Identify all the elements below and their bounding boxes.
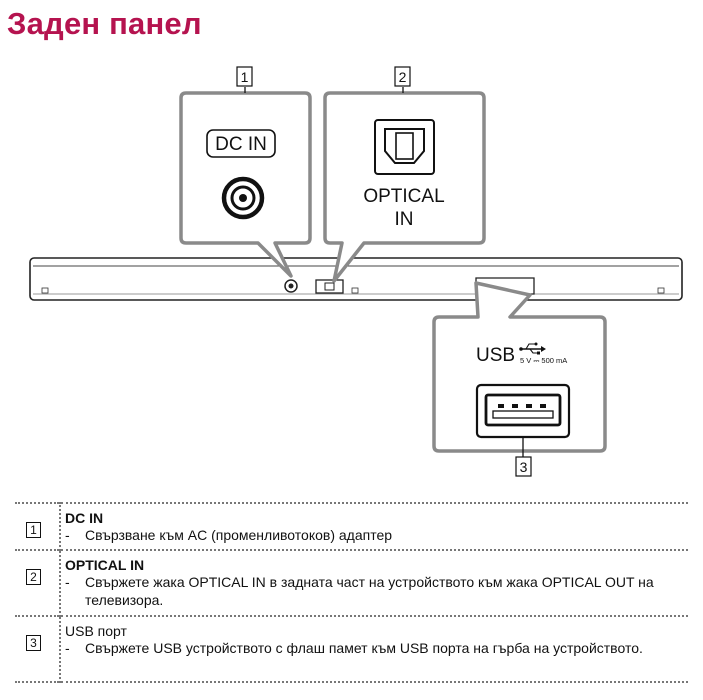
- usb-trident-icon: [519, 342, 546, 355]
- optical-port-icon: [374, 119, 435, 175]
- usb-port-icon: [475, 383, 571, 439]
- optical-label-line1: OPTICAL: [363, 186, 444, 207]
- optical-label-line2: IN: [395, 209, 414, 230]
- callout-number-3: [515, 456, 532, 477]
- usb-rating: 5 V ⎓ 500 mA: [520, 356, 567, 365]
- row-number: 1: [26, 522, 41, 538]
- row-bullet: Свържете USB устройството с флаш памет к…: [85, 640, 643, 656]
- row-heading: DC IN: [65, 510, 104, 526]
- svg-text:1: 1: [241, 69, 249, 85]
- soundbar-body: [29, 257, 683, 301]
- row-bullet: Свържете жака OPTICAL IN в задната част …: [85, 574, 654, 608]
- usb-callout: USB 5 V ⎓ 500 mA 3: [432, 281, 607, 477]
- row-heading: OPTICAL IN: [65, 557, 145, 573]
- row-bullet: Свързване към AC (променливотоков) адапт…: [85, 527, 393, 543]
- legend-row-usb: 3 USB порт -Свържете USB устройството с …: [15, 616, 688, 682]
- usb-label: USB: [476, 345, 515, 366]
- row-heading: USB порт: [65, 623, 127, 639]
- optical-in-callout: OPTICAL IN 2: [323, 66, 486, 283]
- row-number: 2: [26, 569, 41, 585]
- dc-in-port: [284, 279, 298, 293]
- page-title: Заден панел: [7, 6, 202, 41]
- rear-panel-diagram: DC IN 1 OPTICAL IN 2 USB: [29, 66, 683, 477]
- callout-number-1: [236, 66, 253, 87]
- legend-row-dc-in: 1 DC IN -Свързване към AC (променливоток…: [15, 503, 688, 550]
- legend-row-optical-in: 2 OPTICAL IN -Свържете жака OPTICAL IN в…: [15, 550, 688, 616]
- optical-in-port: [315, 279, 344, 294]
- dc-in-label: DC IN: [215, 134, 267, 155]
- svg-text:2: 2: [399, 69, 407, 85]
- dc-in-callout: DC IN 1: [179, 66, 312, 278]
- callout-number-2: [394, 66, 411, 87]
- port-legend-table: 1 DC IN -Свързване към AC (променливоток…: [15, 502, 688, 683]
- svg-text:3: 3: [520, 459, 528, 475]
- row-number: 3: [26, 635, 41, 651]
